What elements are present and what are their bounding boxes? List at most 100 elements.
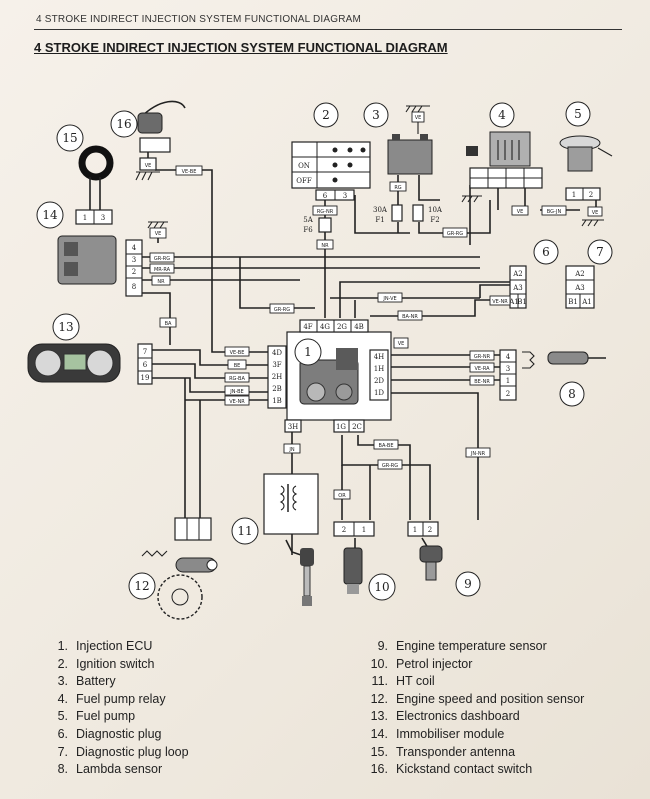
dashboard-pin: 19 [141, 374, 150, 382]
fuse-f1-label: F1 [375, 216, 384, 224]
ecu-pin: 2D [374, 377, 384, 385]
ecu-pin: 4F [303, 323, 312, 331]
legend-item: 7.Diagnostic plug loop [57, 744, 189, 759]
svg-text:VE: VE [592, 210, 599, 216]
wire-tag: VE [517, 209, 524, 215]
wire-tag: VE-BE [182, 169, 197, 175]
wire-tag: NR [157, 279, 165, 285]
svg-text:VE: VE [145, 163, 152, 169]
legend-item: 15.Transponder antenna [370, 744, 516, 759]
diagnostic-plug: A2 A3 A1 B1 [508, 265, 527, 309]
switch-off-label: OFF [296, 177, 312, 185]
dashboard-pin: 7 [143, 348, 147, 356]
lambda-sensor: 4 3 1 2 [499, 349, 606, 401]
component-number: 16 [116, 117, 131, 131]
wire-tag: JN-VE [382, 296, 396, 302]
petrol-injector: 2 1 [333, 521, 375, 594]
ecu-pin: 4G [320, 323, 330, 331]
wire-tag: BA-BE [379, 443, 394, 449]
component-number: 6 [542, 245, 550, 259]
wire-tag: BA-NR [402, 314, 418, 320]
wire-tag: JN-NR [470, 451, 486, 457]
switch-pin: 3 [343, 192, 347, 200]
legend-item: 10.Petrol injector [370, 656, 473, 671]
legend-item: 3.Battery [57, 674, 116, 689]
transponder-antenna: 1 3 [75, 145, 114, 225]
ht-coil [263, 473, 319, 606]
plug7-pin: A2 [574, 270, 585, 278]
legend-item: 8.Lambda sensor [57, 762, 163, 777]
component-number: 4 [498, 108, 506, 122]
wire-tag: VE-NR [229, 399, 245, 405]
legend-right: 9.Engine temperature sensor 10.Petrol in… [364, 638, 585, 779]
switch-pin: 6 [323, 192, 328, 200]
wire-tag: GR-RG [274, 307, 290, 313]
fuse-f2-rating: 10A [428, 206, 443, 214]
ecu-pin: 2H [272, 373, 283, 381]
wire-tag: NR [321, 243, 329, 249]
dashboard-pin: 6 [143, 361, 148, 369]
fuse-f6-label: F6 [303, 226, 313, 234]
injection-ecu: 4F 4G 2G 4B 4D 3F 2H 2B 1B 4H 1H 2D 1D 3… [267, 319, 409, 433]
lambda-pin: 2 [506, 390, 510, 398]
plug7-pin: A1 [581, 298, 592, 306]
ecu-pin: 3F [272, 361, 281, 369]
legend-item: 1.Injection ECU [57, 639, 153, 653]
ignition-switch: ON OFF 6 3 [291, 141, 371, 201]
engine-temperature-sensor: 1 2 [407, 521, 443, 581]
legend-left: 1.Injection ECU 2.Ignition switch 3.Batt… [44, 638, 189, 779]
wire-tag: BE-NR [474, 379, 490, 385]
component-number: 3 [372, 108, 380, 122]
wire-tag: RG-NR [317, 209, 334, 215]
wire-tag: VE-BE [230, 350, 245, 356]
electronics-dashboard: 7 6 19 [27, 343, 153, 385]
wire-tag: RG-BA [229, 376, 245, 382]
component-number: 9 [464, 577, 472, 591]
plug7-pin: B1 [568, 298, 578, 306]
wire-tag: BA [165, 321, 172, 327]
ecu-pin: 2G [337, 323, 347, 331]
ecu-pin: 4D [272, 349, 282, 357]
component-number: 10 [374, 580, 389, 594]
ecu-pin: 4H [374, 353, 385, 361]
ecu-pin: 1G [336, 423, 346, 431]
battery: VE 30A F1 10A F2 [373, 105, 443, 224]
component-number: 8 [568, 387, 576, 401]
component-number: 13 [58, 320, 73, 334]
component-number: 1 [304, 345, 312, 359]
svg-text:VE: VE [155, 231, 162, 237]
wire-tags: VE-BE GR-RG MR-RA NR RG-NR NR RG GR-RG V… [149, 165, 567, 500]
fuse-f6: 5A F6 [303, 216, 332, 234]
lambda-pin: 3 [506, 365, 510, 373]
immobiliser-pin: 8 [132, 283, 136, 291]
legend-item: 9.Engine temperature sensor [377, 639, 547, 653]
injector-pin: 2 [342, 526, 346, 534]
lambda-pin: 1 [506, 377, 510, 385]
relay-pin: 1 [572, 191, 576, 199]
component-number: 12 [134, 579, 149, 593]
component-number: 2 [322, 108, 330, 122]
running-header: 4 STROKE INDIRECT INJECTION SYSTEM FUNCT… [36, 14, 362, 25]
engine-speed-sensor [141, 517, 218, 620]
relay-pin: 2 [589, 191, 593, 199]
lambda-pin: 4 [506, 353, 511, 361]
component-number: 15 [62, 131, 77, 145]
wire-tag: MR-RA [154, 267, 171, 273]
legend-item: 14.Immobiliser module [370, 726, 505, 741]
wire-tag: JN-BE [229, 389, 243, 395]
wire-tag: BG-JN [547, 209, 562, 215]
plug6-pin: A2 [512, 270, 523, 278]
wiring-diagram: VE 1 3 4 3 2 8 VE [27, 100, 613, 620]
legend-item: 4.Fuel pump relay [57, 691, 166, 706]
ecu-pin: 2C [352, 423, 362, 431]
plug7-pin: A3 [574, 284, 585, 292]
switch-on-label: ON [298, 162, 310, 170]
ecu-pin: 2B [272, 385, 282, 393]
immobiliser-pin: 2 [132, 268, 136, 276]
legend-item: 16.Kickstand contact switch [370, 762, 533, 777]
wire-tag: GR-NR [474, 354, 491, 360]
legend-item: 6.Diagnostic plug [57, 726, 162, 741]
wire-tag: GR-RG [154, 256, 170, 262]
temp-sensor-pin: 1 [413, 526, 417, 534]
plug6-pin: A1 [508, 298, 519, 306]
